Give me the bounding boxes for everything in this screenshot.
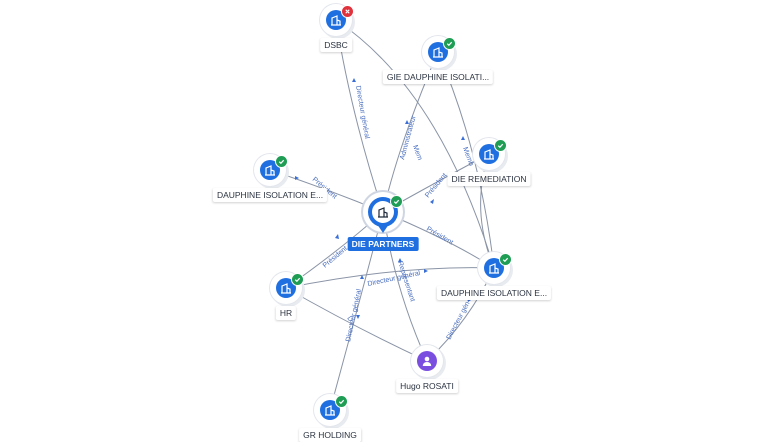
check-icon xyxy=(393,199,400,205)
status-badge xyxy=(494,139,507,152)
person-icon xyxy=(422,356,432,366)
edge-label: D xyxy=(345,315,354,323)
node-label: DIE PARTNERS xyxy=(347,237,419,251)
edge-label: Président xyxy=(424,172,448,199)
edge-label: Mem xyxy=(411,144,423,161)
check-icon xyxy=(338,399,345,405)
arrow-head xyxy=(405,120,409,124)
arrow-head xyxy=(352,78,356,82)
arrow-head xyxy=(461,136,465,140)
node-disc xyxy=(428,42,448,62)
arrow-head xyxy=(335,234,339,239)
check-icon xyxy=(294,277,301,283)
edge-label: Président xyxy=(425,226,454,247)
edge-label: Directeur général xyxy=(367,270,421,288)
edge-label: Directeur gén xyxy=(446,300,472,340)
status-badge xyxy=(443,37,456,50)
check-icon xyxy=(502,257,509,263)
node-label: DSBC xyxy=(320,38,352,52)
edge-label: Directeur général xyxy=(354,85,370,140)
edge-dsbc-dauphine-right xyxy=(335,19,495,269)
node-label: DIE REMEDIATION xyxy=(447,172,531,186)
check-icon xyxy=(446,41,453,47)
node-label: GR HOLDING xyxy=(299,428,361,442)
node-disc xyxy=(320,400,340,420)
arrow-head xyxy=(424,269,428,273)
edge-gr-die-partners xyxy=(329,211,384,411)
edge-label: Représentant xyxy=(396,260,416,302)
node-disc xyxy=(417,351,437,371)
edge-label: Président xyxy=(322,245,349,269)
node-disc xyxy=(484,258,504,278)
building-icon xyxy=(281,283,291,294)
building-icon xyxy=(489,263,499,274)
node-label: Hugo ROSATI xyxy=(396,379,458,393)
node-disc-inner xyxy=(372,201,394,223)
status-badge xyxy=(275,155,288,168)
arrow-head xyxy=(430,199,434,204)
arrow-head xyxy=(360,275,364,279)
close-icon xyxy=(345,9,350,14)
building-icon xyxy=(484,149,494,160)
arrow-head xyxy=(356,315,360,319)
node-disc xyxy=(276,278,296,298)
check-icon xyxy=(278,159,285,165)
building-icon xyxy=(331,15,341,26)
node-label: GIE DAUPHINE ISOLATI... xyxy=(382,70,494,84)
building-icon xyxy=(265,165,275,176)
building-icon xyxy=(325,405,335,416)
status-badge xyxy=(341,5,354,18)
node-label: DAUPHINE ISOLATION E... xyxy=(212,188,328,202)
status-badge xyxy=(499,253,512,266)
status-badge xyxy=(291,273,304,286)
building-icon xyxy=(378,207,388,218)
node-label: DAUPHINE ISOLATION E... xyxy=(436,286,552,300)
arrow-head xyxy=(295,176,299,180)
check-icon xyxy=(497,143,504,149)
node-disc xyxy=(260,160,280,180)
status-badge xyxy=(335,395,348,408)
node-label: HR xyxy=(275,306,297,320)
map-pin-tail xyxy=(377,224,389,233)
node-disc xyxy=(479,144,499,164)
status-badge xyxy=(390,195,403,208)
building-icon xyxy=(433,47,443,58)
arrow-head xyxy=(398,258,402,262)
edge-label: Directeur général xyxy=(345,288,363,342)
node-disc xyxy=(326,10,346,30)
